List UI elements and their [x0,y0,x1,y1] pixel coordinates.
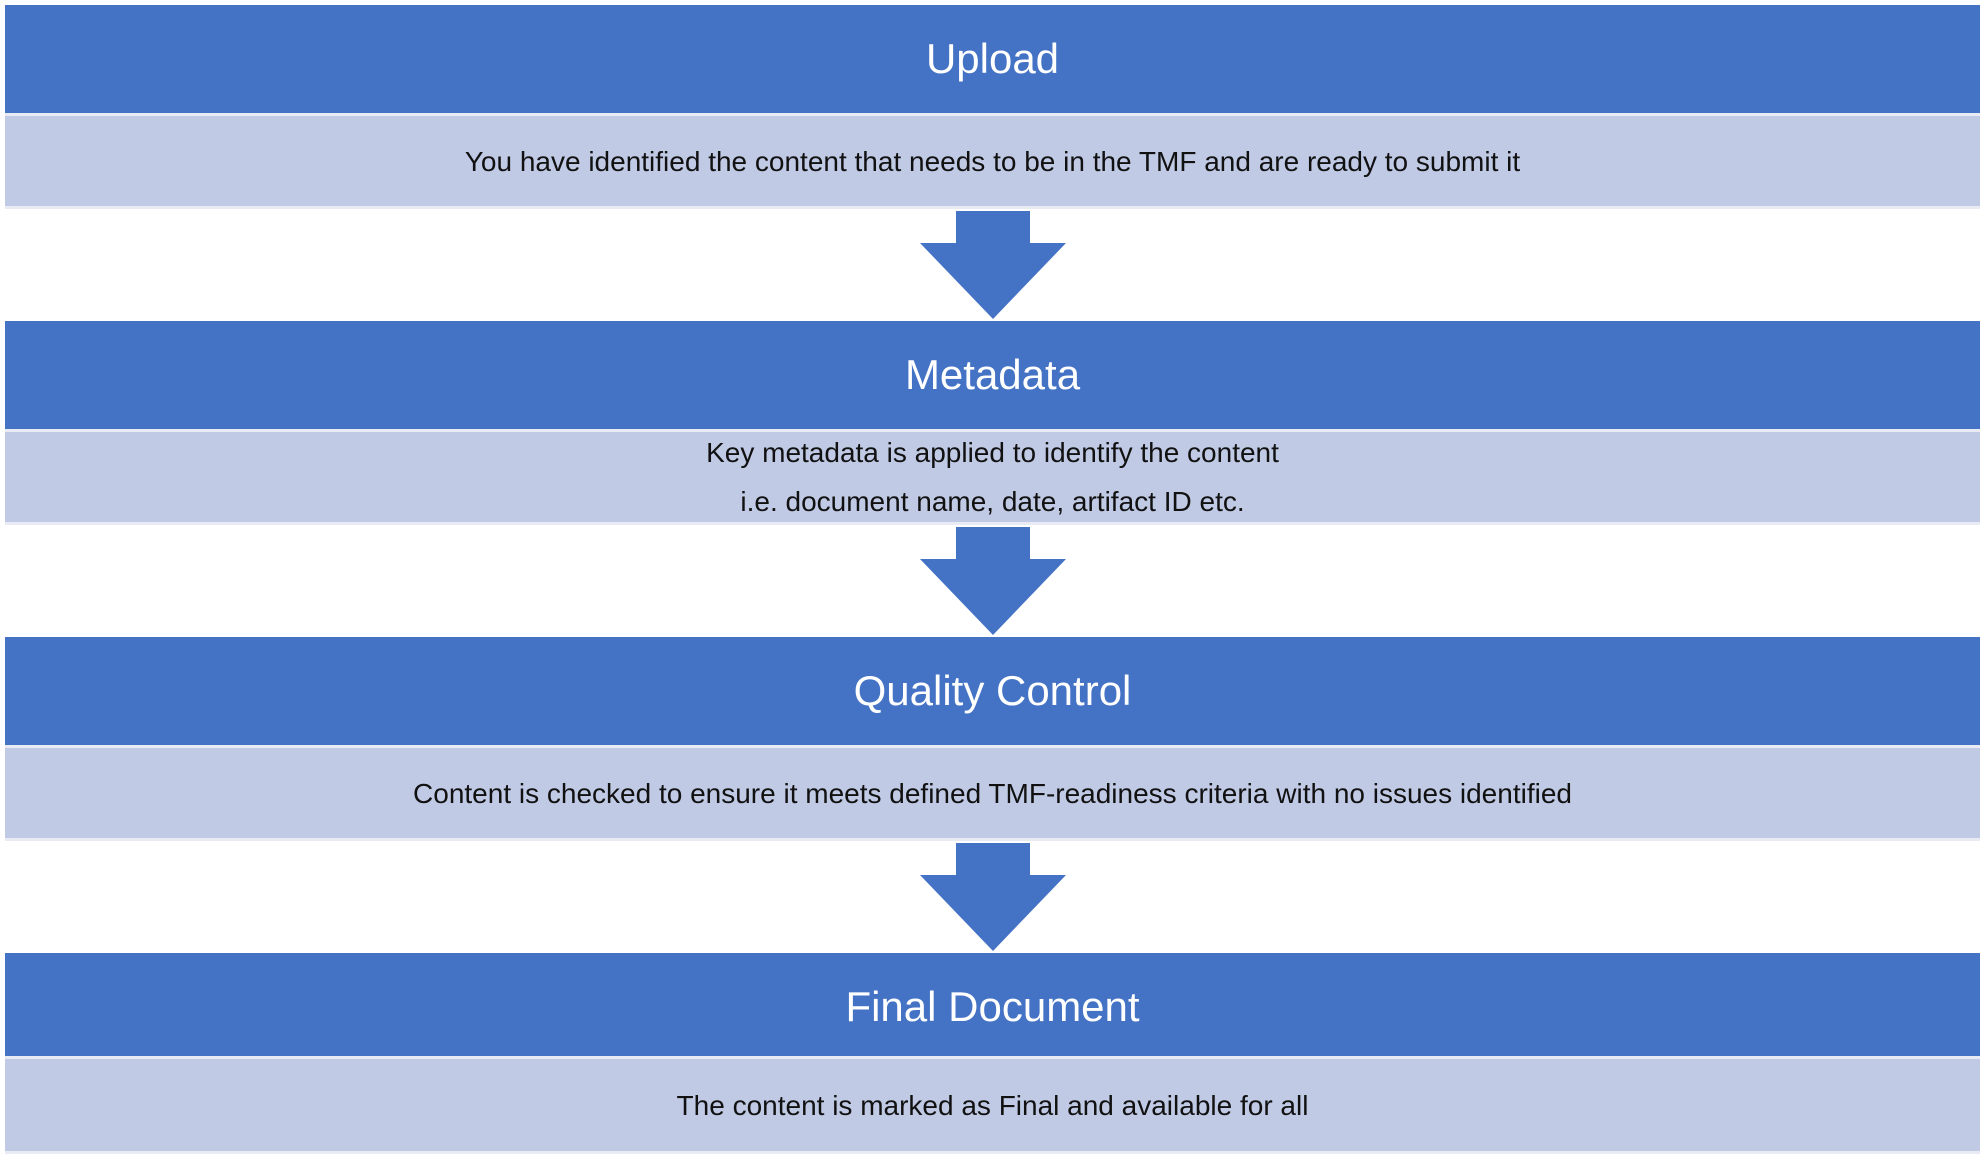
step-upload-header: Upload [5,5,1980,113]
step-metadata-description: Key metadata is applied to identify the … [5,429,1980,525]
step-description-line: The content is marked as Final and avail… [676,1089,1309,1121]
step-title: Upload [925,35,1060,82]
step-description-line: i.e. document name, date, artifact ID et… [740,486,1245,517]
down-arrow-icon [918,527,1068,635]
step-metadata-header: Metadata [5,321,1980,429]
step-title: Quality Control [853,667,1132,714]
step-title: Metadata [904,351,1081,398]
step-quality-control-description: Content is checked to ensure it meets de… [5,745,1980,841]
step-upload-description: You have identified the content that nee… [5,113,1980,209]
step-description-line: Key metadata is applied to identify the … [706,437,1279,468]
step-description-line: You have identified the content that nee… [464,145,1521,177]
step-title: Final Document [845,983,1140,1030]
down-arrow-icon [918,843,1068,951]
step-quality-control-header: Quality Control [5,637,1980,745]
down-arrow-icon [918,211,1068,319]
step-final-document-description: The content is marked as Final and avail… [5,1056,1980,1154]
step-final-document-header: Final Document [5,953,1980,1061]
step-description-line: Content is checked to ensure it meets de… [413,777,1572,809]
